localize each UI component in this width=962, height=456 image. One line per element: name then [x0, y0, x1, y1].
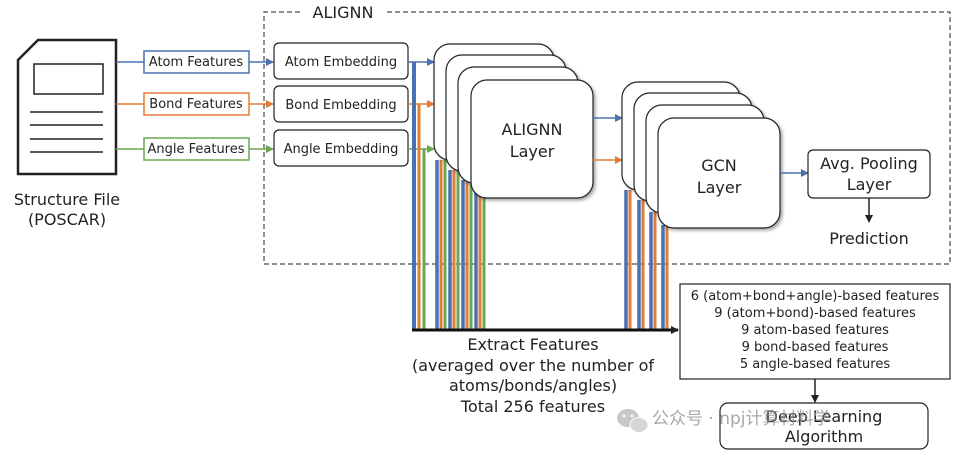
document-icon [16, 38, 118, 176]
angle-embedding-label: Angle Embedding [284, 142, 399, 157]
wechat-icon [617, 409, 649, 433]
gcn-layer-title: GCN [701, 156, 737, 175]
alignn-layer-stack [433, 43, 594, 199]
extract-features-total: Total 256 features [460, 397, 605, 416]
embedding-to-alignn-connectors [408, 58, 435, 330]
atom-embedding-label: Atom Embedding [285, 55, 397, 70]
deep-learning-box [719, 402, 929, 450]
feature-list-item: 6 (atom+bond+angle)-based features [691, 289, 940, 304]
angle-embedding-box [273, 129, 409, 167]
alignn-extraction-bars [435, 160, 486, 330]
feature-list-item: 9 atom-based features [741, 323, 889, 338]
watermark-text: 公众号 · npj计算材料学 [652, 409, 831, 429]
structure-file-format: (POSCAR) [28, 210, 106, 229]
feature-list-box [679, 283, 951, 380]
extract-features-title: Extract Features [467, 335, 598, 354]
extract-features-detail-1: (averaged over the number of [412, 356, 654, 375]
gcn-extraction-bars [624, 190, 669, 330]
extract-features-detail-2: atoms/bonds/angles) [449, 376, 617, 395]
alignn-layer-subtitle: Layer [510, 142, 555, 161]
bond-features-label: Bond Features [149, 97, 243, 112]
gcn-layer-subtitle: Layer [697, 178, 742, 197]
avg-pooling-subtitle: Layer [847, 175, 892, 194]
feature-list-item: 9 bond-based features [742, 340, 889, 355]
feature-list-item: 9 (atom+bond)-based features [714, 306, 916, 321]
alignn-frame: ALIGNN [263, 3, 951, 265]
gcn-layer-stack [621, 81, 781, 229]
alignn-layer-title: ALIGNN [502, 120, 563, 139]
angle-features-label: Angle Features [147, 142, 244, 157]
alignn-frame-title: ALIGNN [313, 3, 374, 22]
structure-file-label: Structure File [14, 190, 120, 209]
deep-learning-title: Deep Learning [766, 407, 883, 426]
feature-list-item: 5 angle-based features [740, 357, 890, 372]
deep-learning-subtitle: Algorithm [785, 427, 863, 446]
atom-features-label: Atom Features [149, 55, 244, 70]
atom-embedding-box [273, 42, 409, 80]
avg-pooling-title: Avg. Pooling [820, 154, 918, 173]
prediction-label: Prediction [829, 229, 908, 248]
bond-embedding-label: Bond Embedding [285, 98, 396, 113]
